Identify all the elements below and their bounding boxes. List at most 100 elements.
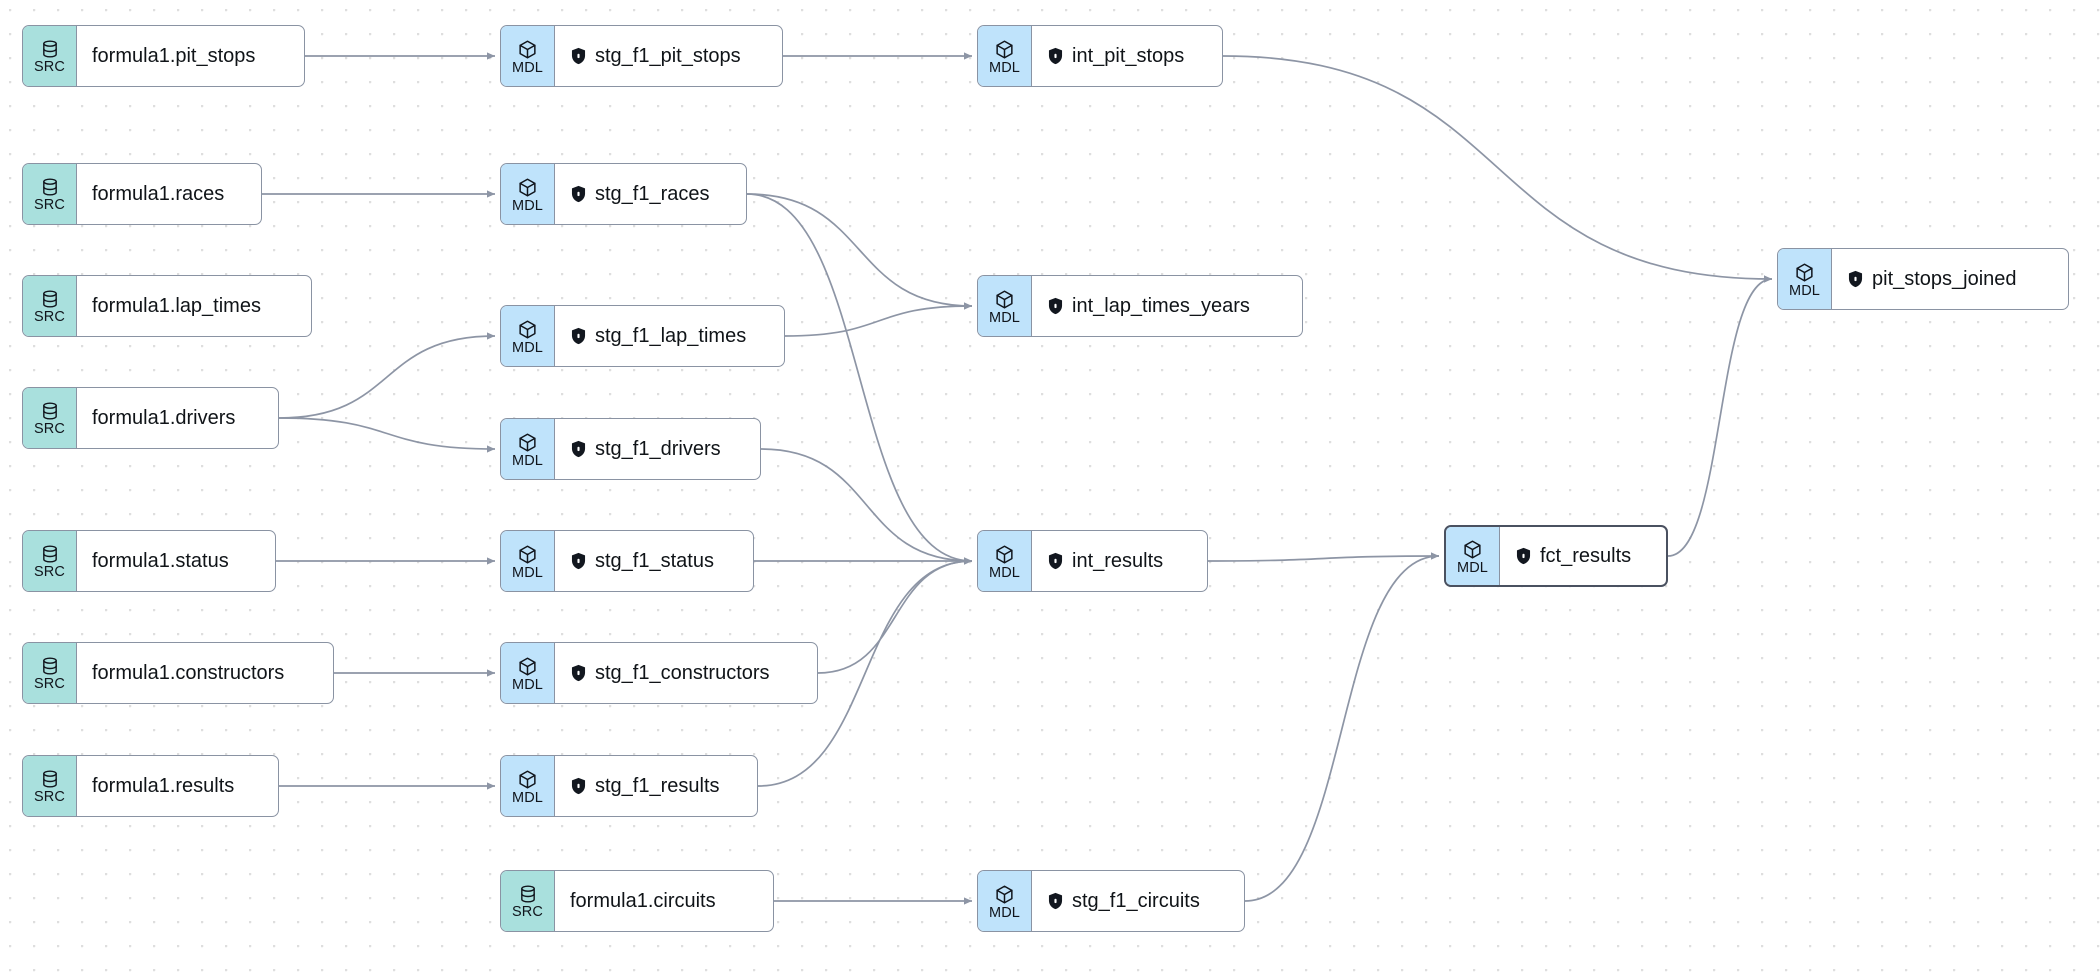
node-body: formula1.constructors	[77, 643, 333, 703]
node-label: stg_f1_pit_stops	[595, 45, 741, 67]
node-stg_lap_times[interactable]: MDL stg_f1_lap_times	[500, 305, 785, 367]
cube-icon	[519, 40, 536, 59]
node-body: stg_f1_pit_stops	[555, 26, 782, 86]
cube-icon	[1464, 540, 1481, 559]
edge-src_drivers-to-stg_drivers	[278, 417, 496, 450]
node-label: formula1.results	[92, 775, 235, 797]
shield-lock-icon	[571, 552, 586, 570]
cube-icon	[996, 40, 1013, 59]
badge-label: MDL	[512, 789, 543, 806]
database-icon	[520, 885, 535, 903]
node-src_constructors[interactable]: SRC formula1.constructors	[22, 642, 334, 704]
badge-label: MDL	[512, 59, 543, 76]
badge-label: MDL	[512, 339, 543, 356]
node-stg_races[interactable]: MDL stg_f1_races	[500, 163, 747, 225]
badge-label: MDL	[989, 904, 1020, 921]
edge-arrowhead	[487, 332, 495, 340]
edge-arrowhead	[964, 302, 972, 310]
node-type-badge-mdl: MDL	[501, 643, 555, 703]
node-body: stg_f1_status	[555, 531, 753, 591]
shield-lock-icon	[1048, 552, 1063, 570]
badge-label: SRC	[34, 59, 65, 76]
node-type-badge-src: SRC	[23, 164, 77, 224]
badge-label: SRC	[34, 564, 65, 581]
node-body: stg_f1_circuits	[1032, 871, 1244, 931]
node-label: int_pit_stops	[1072, 45, 1185, 67]
node-body: formula1.circuits	[555, 871, 773, 931]
node-body: formula1.pit_stops	[77, 26, 304, 86]
node-label: stg_f1_circuits	[1072, 890, 1200, 912]
badge-label: MDL	[512, 197, 543, 214]
cube-icon	[519, 545, 536, 564]
node-body: stg_f1_lap_times	[555, 306, 784, 366]
shield-lock-icon	[1048, 892, 1063, 910]
node-label: stg_f1_lap_times	[595, 325, 747, 347]
node-type-badge-src: SRC	[23, 388, 77, 448]
node-label: fct_results	[1540, 545, 1632, 567]
edge-arrowhead	[964, 897, 972, 905]
node-type-badge-mdl: MDL	[501, 756, 555, 816]
edge-stg_races-to-int_lap_times_years	[746, 193, 973, 307]
node-label: stg_f1_races	[595, 183, 710, 205]
node-label: int_results	[1072, 550, 1164, 572]
node-stg_pit_stops[interactable]: MDL stg_f1_pit_stops	[500, 25, 783, 87]
cube-icon	[996, 545, 1013, 564]
node-body: stg_f1_races	[555, 164, 746, 224]
node-body: int_pit_stops	[1032, 26, 1222, 86]
node-src_drivers[interactable]: SRC formula1.drivers	[22, 387, 279, 449]
badge-label: SRC	[34, 197, 65, 214]
edge-arrowhead	[1431, 552, 1439, 560]
edge-stg_circuits-to-fct_results	[1244, 555, 1440, 902]
node-label: stg_f1_drivers	[595, 438, 721, 460]
node-body: int_results	[1032, 531, 1207, 591]
cube-icon	[1796, 263, 1813, 282]
shield-lock-icon	[1848, 270, 1863, 288]
edge-int_results-to-fct_results	[1207, 555, 1440, 562]
node-label: formula1.races	[92, 183, 225, 205]
badge-label: SRC	[34, 676, 65, 693]
edge-arrowhead	[964, 52, 972, 60]
database-icon	[42, 178, 57, 196]
node-body: formula1.drivers	[77, 388, 278, 448]
node-type-badge-src: SRC	[23, 643, 77, 703]
node-type-badge-src: SRC	[23, 756, 77, 816]
node-type-badge-src: SRC	[23, 531, 77, 591]
node-body: formula1.status	[77, 531, 275, 591]
node-stg_circuits[interactable]: MDL stg_f1_circuits	[977, 870, 1245, 932]
database-icon	[42, 290, 57, 308]
database-icon	[42, 545, 57, 563]
edge-arrowhead	[487, 669, 495, 677]
shield-lock-icon	[1048, 297, 1063, 315]
node-src_races[interactable]: SRC formula1.races	[22, 163, 262, 225]
edge-fct_results-to-pit_stops_joined	[1667, 278, 1773, 557]
node-type-badge-src: SRC	[501, 871, 555, 931]
cube-icon	[519, 657, 536, 676]
node-type-badge-mdl: MDL	[978, 26, 1032, 86]
database-icon	[42, 402, 57, 420]
node-int_pit_stops[interactable]: MDL int_pit_stops	[977, 25, 1223, 87]
node-label: stg_f1_status	[595, 550, 714, 572]
edge-int_pit_stops-to-pit_stops_joined	[1222, 55, 1773, 280]
node-int_results[interactable]: MDL int_results	[977, 530, 1208, 592]
node-src_status[interactable]: SRC formula1.status	[22, 530, 276, 592]
edge-arrowhead	[487, 782, 495, 790]
badge-label: SRC	[34, 421, 65, 438]
node-src_results[interactable]: SRC formula1.results	[22, 755, 279, 817]
badge-label: MDL	[989, 564, 1020, 581]
edge-stg_lap_times-to-int_lap_times_years	[784, 305, 973, 337]
node-label: pit_stops_joined	[1872, 268, 2017, 290]
node-src_pit_stops[interactable]: SRC formula1.pit_stops	[22, 25, 305, 87]
edge-arrowhead	[1764, 275, 1772, 283]
node-type-badge-mdl: MDL	[501, 164, 555, 224]
shield-lock-icon	[571, 47, 586, 65]
